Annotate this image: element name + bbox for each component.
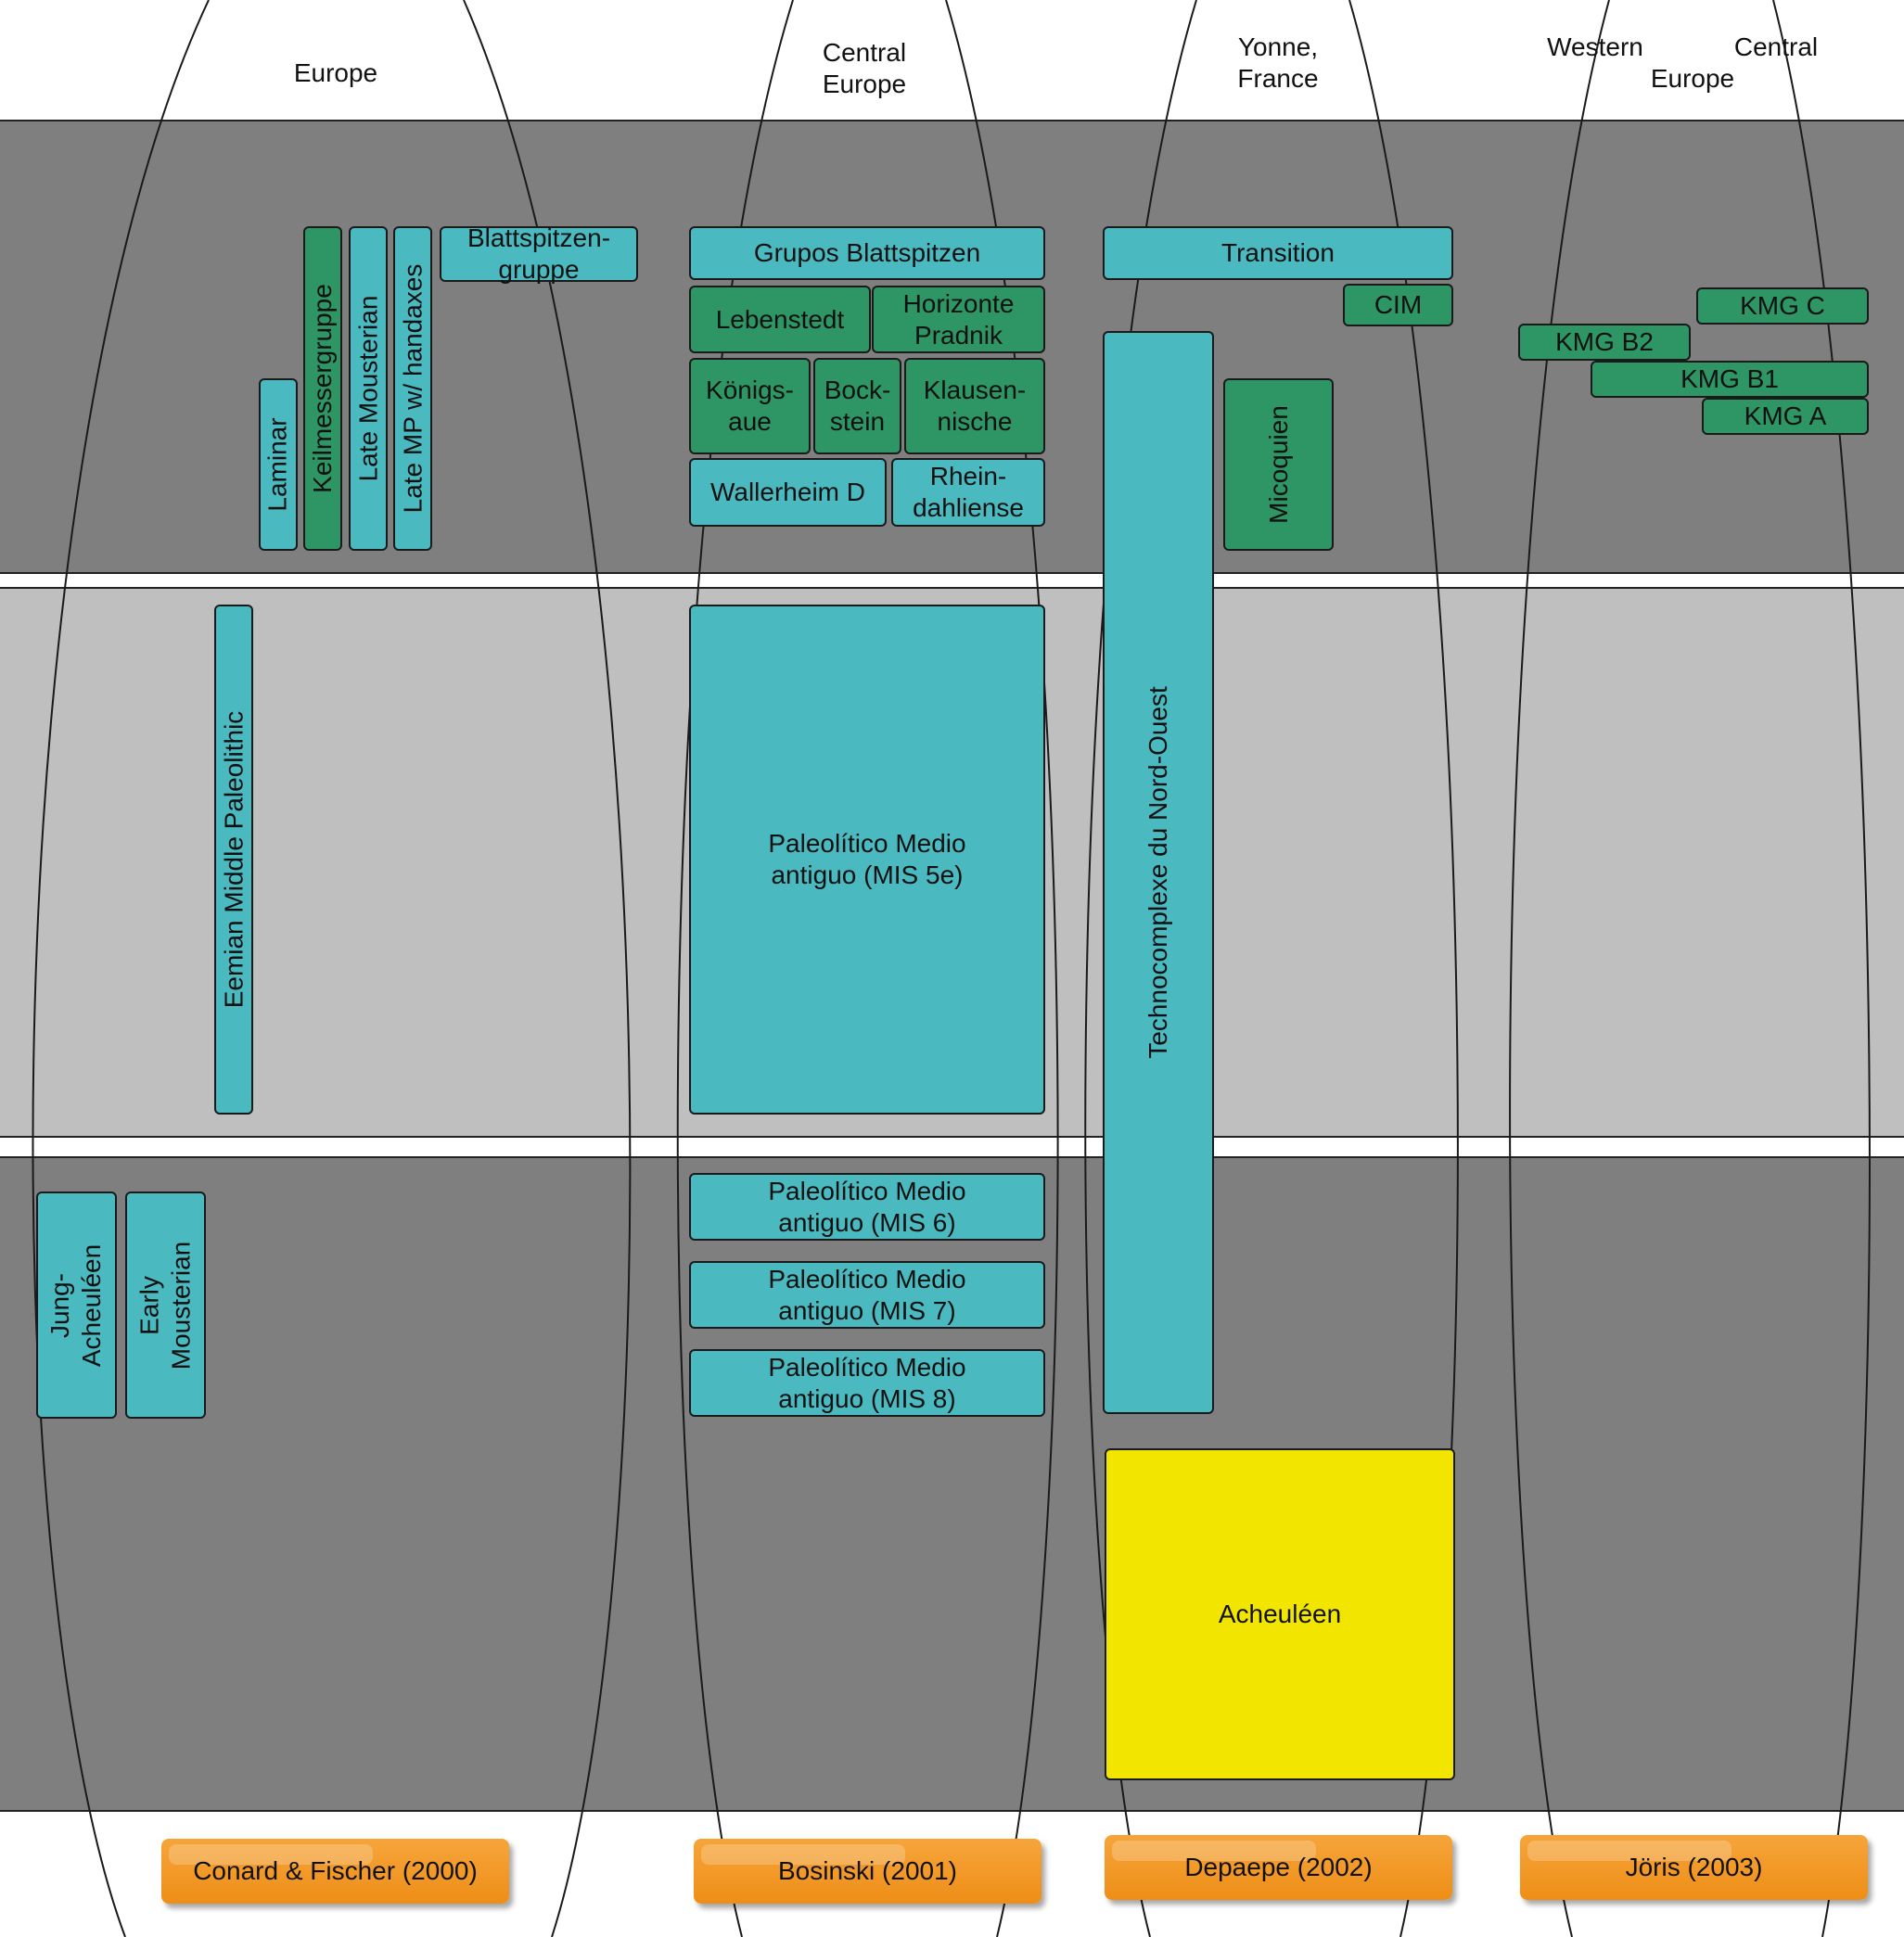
box-rheindahliense: Rhein- dahliense (891, 458, 1045, 527)
box-late-mousterian: Late Mousterian (349, 226, 388, 551)
box-kmg-a: KMG A (1702, 398, 1869, 435)
box-konigsaue: Königs- aue (689, 358, 811, 454)
box-kmg-b2: KMG B2 (1518, 324, 1691, 361)
box-blattspitzengruppe: Blattspitzen- gruppe (440, 223, 638, 284)
box-mis-7: Paleolítico Medio antiguo (MIS 7) (689, 1261, 1045, 1329)
box-horizonte-pradnik: Horizonte Pradnik (872, 286, 1045, 353)
author-label-conard-fischer: Conard & Fischer (2000) (161, 1839, 509, 1904)
box-laminar: Laminar (259, 378, 298, 551)
box-lebenstedt: Lebenstedt (689, 286, 871, 353)
box-technocomplexe-du-nord-ouest: Technocomplexe du Nord-Ouest (1103, 331, 1214, 1414)
box-acheuleen: Acheuléen (1105, 1448, 1455, 1780)
box-cim: CIM (1343, 284, 1453, 326)
region-label-joris-europe: Europe (1650, 64, 1735, 93)
author-label-joris: Jöris (2003) (1520, 1835, 1868, 1900)
region-label-joris-central: Central (1733, 32, 1819, 61)
box-klausennische: Klausen- nische (904, 358, 1045, 454)
box-wallerheim-d: Wallerheim D (689, 458, 887, 527)
author-label-depaepe: Depaepe (2002) (1105, 1835, 1452, 1900)
box-kmg-b1: KMG B1 (1591, 361, 1869, 398)
box-kmg-c: KMG C (1696, 287, 1869, 325)
box-bockstein: Bock- stein (813, 358, 901, 454)
box-grupos-blattspitzen: Grupos Blattspitzen (689, 226, 1045, 280)
box-eemian-middle-paleolithic: Eemian Middle Paleolithic (214, 605, 253, 1115)
band-lower (0, 1156, 1904, 1812)
box-jung-acheuleen: Jung- Acheuléen (36, 1192, 117, 1419)
box-mis-6: Paleolítico Medio antiguo (MIS 6) (689, 1173, 1045, 1241)
box-mis-5e: Paleolítico Medio antiguo (MIS 5e) (689, 605, 1045, 1115)
box-micoquien: Micoquien (1223, 378, 1334, 551)
box-keilmessergruppe: Keilmessergruppe (303, 226, 342, 551)
box-mis-8: Paleolítico Medio antiguo (MIS 8) (689, 1349, 1045, 1417)
box-late-mp-handaxes: Late MP w/ handaxes (393, 226, 432, 551)
region-label-bosinski: Central Europe (822, 38, 907, 98)
region-label-conard: Europe (293, 58, 378, 87)
box-early-mousterian: Early Mousterian (125, 1192, 206, 1419)
region-label-depaepe: Yonne, France (1237, 32, 1319, 93)
box-transition: Transition (1103, 226, 1453, 280)
author-label-bosinski: Bosinski (2001) (694, 1839, 1041, 1904)
region-label-joris-western: Western (1547, 32, 1643, 61)
